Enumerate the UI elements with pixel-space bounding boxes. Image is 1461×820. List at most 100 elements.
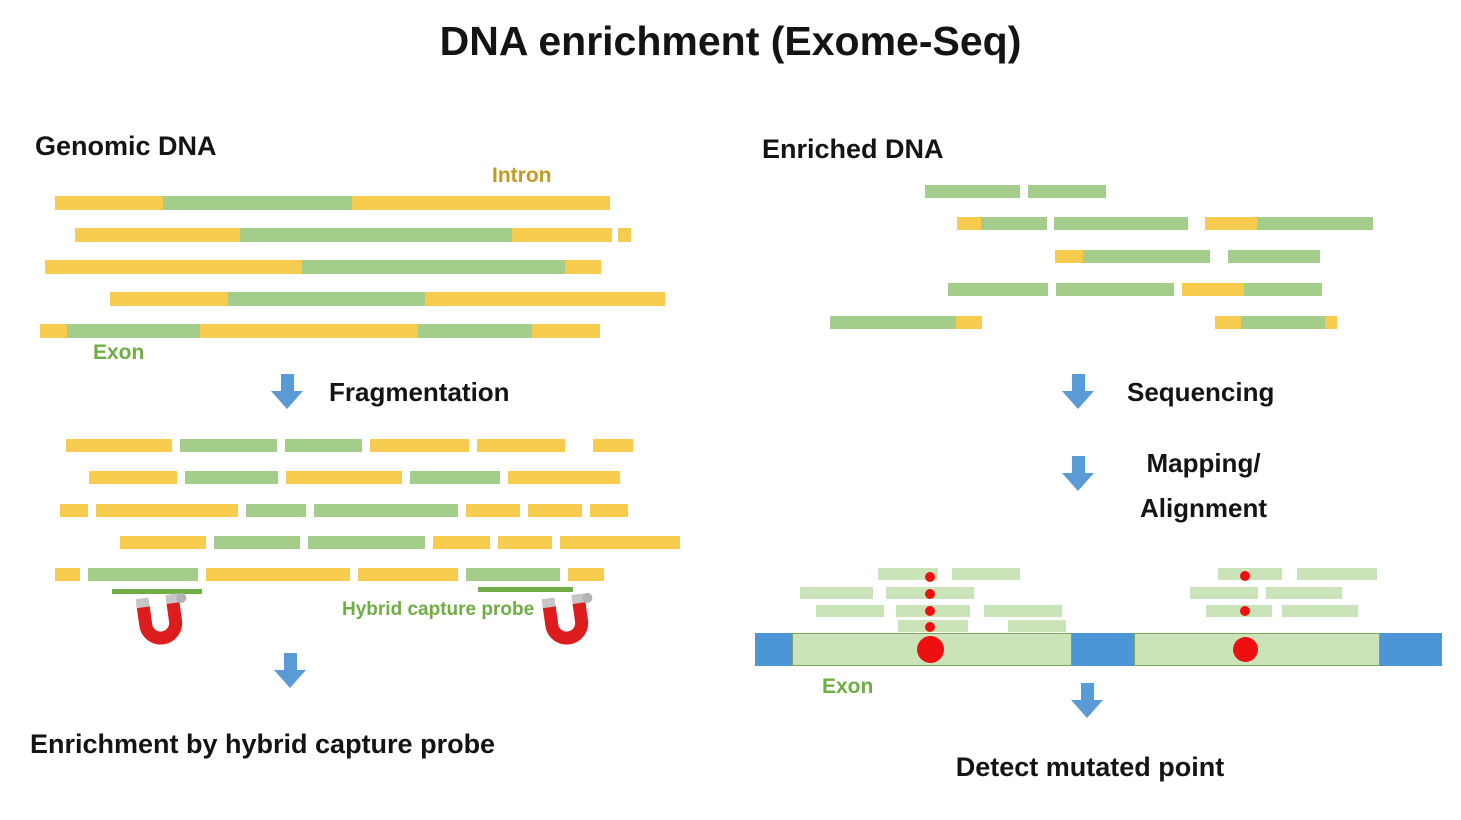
detect-caption: Detect mutated point xyxy=(955,752,1225,782)
dna-segment-green xyxy=(1028,185,1106,198)
capture-probe-line xyxy=(478,587,573,592)
arrow-head xyxy=(271,391,303,409)
aligned-read xyxy=(952,568,1020,580)
dna-segment-yellow xyxy=(508,471,620,484)
dna-segment-yellow xyxy=(532,324,600,338)
dna-segment-yellow xyxy=(40,324,67,338)
mutation-dot-large xyxy=(1232,636,1258,662)
page-title: DNA enrichment (Exome-Seq) xyxy=(439,18,1022,64)
mutation-dot xyxy=(925,622,935,632)
dna-segment-yellow xyxy=(1215,316,1241,329)
dna-segment-yellow xyxy=(466,504,520,517)
dna-segment-yellow xyxy=(425,292,665,306)
dna-segment-yellow xyxy=(55,196,163,210)
dna-segment-green xyxy=(1257,217,1373,230)
mutation-dot xyxy=(925,589,935,599)
dna-segment-yellow xyxy=(477,439,565,452)
dna-segment-green xyxy=(981,217,1047,230)
dna-segment-yellow xyxy=(55,568,80,581)
dna-segment-green xyxy=(418,324,532,338)
dna-segment-yellow xyxy=(352,196,610,210)
mutation-dot xyxy=(1240,571,1250,581)
dna-segment-yellow xyxy=(200,324,418,338)
dna-segment-green xyxy=(1241,316,1325,329)
dna-segment-green xyxy=(308,536,425,549)
sequencing-arrow xyxy=(1062,374,1094,409)
mapping-arrow xyxy=(1062,456,1094,491)
dna-segment-green xyxy=(240,228,512,242)
genomic-dna-heading: Genomic DNA xyxy=(35,131,217,161)
dna-segment-yellow xyxy=(560,536,680,549)
exon-label-left: Exon xyxy=(93,341,145,364)
dna-segment-yellow xyxy=(206,568,350,581)
dna-segment-green xyxy=(246,504,306,517)
fragmentation-arrow xyxy=(271,374,303,409)
dna-segment-green xyxy=(410,471,500,484)
dna-segment-yellow xyxy=(1055,250,1083,263)
arrow-head xyxy=(1071,700,1103,718)
dna-segment-green xyxy=(285,439,362,452)
dna-segment-yellow xyxy=(89,471,177,484)
dna-segment-yellow xyxy=(120,536,206,549)
arrow-shaft xyxy=(283,653,297,670)
dna-segment-yellow xyxy=(565,260,601,274)
aligned-read xyxy=(1297,568,1377,580)
detect-arrow xyxy=(1071,683,1103,718)
dna-segment-yellow xyxy=(45,260,302,274)
mapping-label-line1: Mapping/ xyxy=(1146,448,1261,478)
mutation-dot xyxy=(925,606,935,616)
dna-segment-green xyxy=(180,439,277,452)
dna-segment-green xyxy=(302,260,565,274)
arrow-shaft xyxy=(280,374,294,391)
dna-segment-green xyxy=(185,471,278,484)
dna-segment-yellow xyxy=(110,292,228,306)
arrow-head xyxy=(274,670,306,688)
dna-segment-yellow xyxy=(498,536,552,549)
enrichment-arrow xyxy=(274,653,306,688)
exon-label-right: Exon xyxy=(822,675,874,698)
genome-bar-segment xyxy=(1072,633,1134,666)
magnet-icon xyxy=(532,590,602,661)
enriched-dna-heading: Enriched DNA xyxy=(762,134,944,164)
aligned-read xyxy=(878,568,938,580)
dna-segment-green xyxy=(1056,283,1174,296)
aligned-read xyxy=(800,587,873,599)
fragmentation-label: Fragmentation xyxy=(329,377,510,407)
dna-segment-yellow xyxy=(957,217,981,230)
arrow-shaft xyxy=(1080,683,1094,700)
dna-segment-green xyxy=(1244,283,1322,296)
genome-bar-segment xyxy=(755,633,792,666)
dna-segment-yellow xyxy=(75,228,240,242)
dna-segment-green xyxy=(925,185,1020,198)
dna-segment-yellow xyxy=(590,504,628,517)
mapping-label-line2: Alignment xyxy=(1139,493,1268,523)
dna-segment-yellow xyxy=(358,568,458,581)
arrow-head xyxy=(1062,473,1094,491)
dna-segment-yellow xyxy=(370,439,469,452)
sequencing-label: Sequencing xyxy=(1127,377,1275,407)
mutation-dot xyxy=(1240,606,1250,616)
arrow-head xyxy=(1062,391,1094,409)
dna-segment-yellow xyxy=(512,228,612,242)
dna-segment-yellow xyxy=(66,439,172,452)
aligned-read xyxy=(984,605,1062,617)
dna-segment-green xyxy=(948,283,1048,296)
aligned-read xyxy=(1206,605,1272,617)
dna-segment-yellow xyxy=(593,439,633,452)
enrichment-caption: Enrichment by hybrid capture probe xyxy=(30,729,496,759)
dna-segment-yellow xyxy=(286,471,402,484)
dna-segment-yellow xyxy=(568,568,604,581)
aligned-read xyxy=(1190,587,1258,599)
dna-segment-green xyxy=(163,196,352,210)
dna-segment-green xyxy=(466,568,560,581)
dna-segment-green xyxy=(830,316,956,329)
dna-segment-yellow xyxy=(60,504,88,517)
mapping-alignment-label: Mapping/ Alignment xyxy=(1096,441,1311,531)
dna-segment-yellow xyxy=(1325,316,1337,329)
dna-segment-green xyxy=(314,504,458,517)
capture-probe-line xyxy=(112,589,202,594)
